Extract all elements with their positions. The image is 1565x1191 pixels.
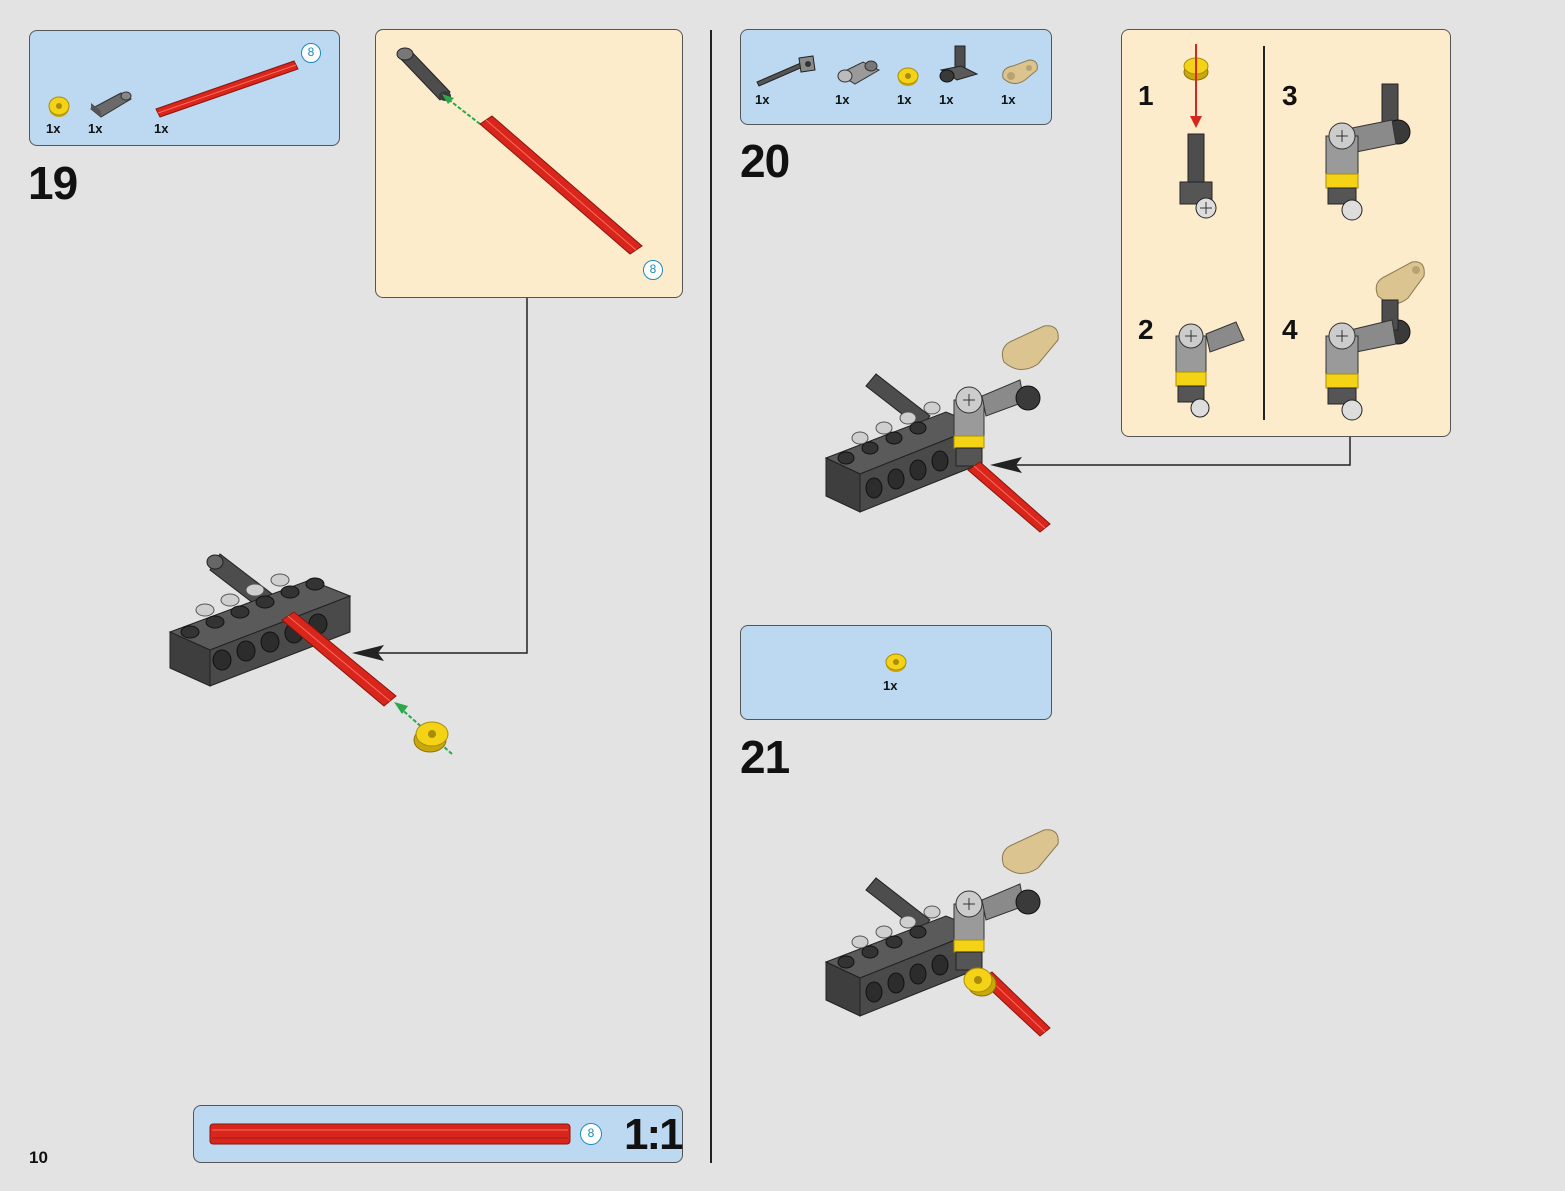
step-number: 21 bbox=[740, 730, 789, 784]
part-qty: 1x bbox=[883, 678, 897, 693]
step21-model bbox=[820, 820, 1070, 1050]
step21-parts-box: 1x bbox=[740, 625, 1052, 720]
step20-model bbox=[820, 316, 1070, 546]
yellow-bush-icon bbox=[883, 652, 909, 674]
